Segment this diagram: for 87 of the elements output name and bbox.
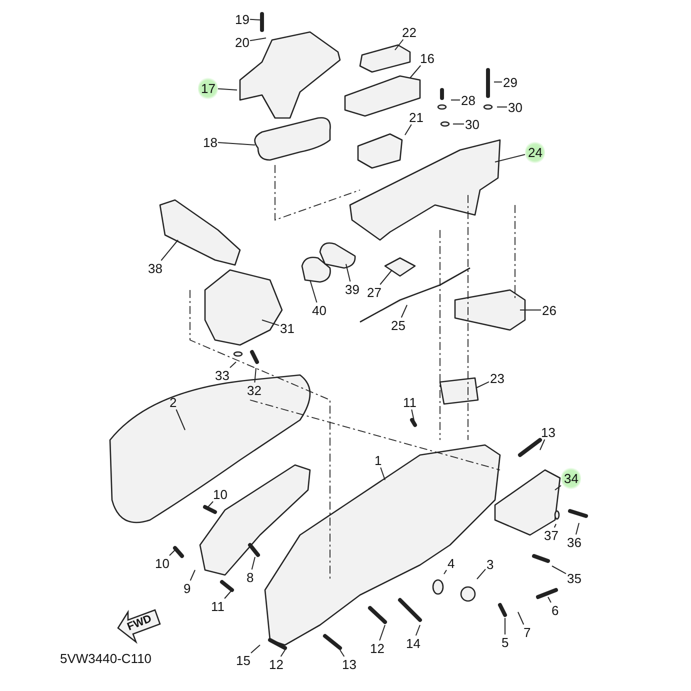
callout-number: 26 [541, 302, 558, 318]
callout-number: 10 [212, 486, 228, 502]
callout-number: 40 [311, 302, 328, 318]
leader-line [262, 320, 280, 326]
callout-number: 4 [446, 556, 456, 570]
leader-line [548, 596, 552, 603]
callout-number: 27 [366, 284, 382, 300]
callout-number: 31 [279, 320, 296, 336]
callout-number: 18 [202, 134, 218, 150]
leader-line [230, 362, 236, 368]
leader-line [176, 409, 186, 430]
callout-number: 5 [500, 634, 510, 650]
leader-line [250, 644, 260, 654]
leader-line [554, 485, 562, 490]
leader-line [251, 556, 256, 570]
leader-line [400, 304, 408, 318]
leader-line [224, 590, 232, 599]
callout-number: 35 [566, 570, 582, 586]
callout-number: 6 [550, 602, 560, 618]
callout-number: 33 [214, 368, 230, 382]
callout-number: 11 [210, 598, 226, 614]
leader-line [310, 280, 318, 303]
leader-line [250, 38, 266, 42]
leader-line [379, 624, 386, 641]
diagram-code: 5VW3440-C110 [60, 651, 152, 666]
leader-line [340, 650, 345, 657]
leader-line [404, 124, 412, 136]
callout-number: 37 [543, 528, 560, 542]
leader-line [410, 65, 422, 78]
callout-number: 17 [198, 76, 218, 100]
callout-number: 22 [401, 24, 418, 40]
leader-line [380, 270, 392, 285]
callout-number: 24 [525, 140, 546, 164]
callout-number: 36 [566, 534, 582, 550]
callout-number: 16 [419, 50, 436, 66]
leader-line [415, 624, 420, 636]
leader-line [444, 570, 447, 574]
leader-line [476, 568, 486, 580]
callout-number: 32 [246, 382, 262, 398]
callout-number: 11 [402, 394, 418, 410]
callout-number: 2 [168, 394, 178, 410]
leader-line [208, 501, 214, 508]
leader-line [280, 650, 286, 657]
leader-line [218, 142, 256, 146]
callout-number: 20 [234, 34, 250, 50]
leader-line [190, 570, 196, 581]
leader-line [518, 612, 524, 625]
callout-number: 30 [507, 100, 524, 114]
callout-number: 8 [246, 570, 255, 584]
callout-number: 12 [369, 640, 386, 656]
callout-number: 15 [235, 652, 252, 668]
callout-number: 7 [522, 624, 532, 640]
leader-line [554, 524, 556, 528]
direction-label: FWD [126, 612, 154, 634]
callout-number: 1 [374, 452, 383, 468]
callout-number: 29 [502, 74, 518, 90]
callout-number: 30 [464, 116, 480, 132]
callout-number: 13 [341, 656, 358, 672]
callout-number: 13 [540, 424, 556, 440]
callout-number: 19 [234, 12, 250, 26]
leader-line [380, 467, 386, 480]
callout-number: 14 [405, 636, 422, 650]
callout-number: 39 [344, 282, 360, 296]
callout-number: 21 [408, 110, 424, 124]
leader-line [494, 154, 526, 162]
leader-line [394, 39, 404, 50]
leader-line [575, 522, 580, 535]
leader-line [160, 240, 178, 261]
callout-number: 38 [147, 260, 164, 276]
callout-number: 25 [390, 318, 406, 332]
leader-line [540, 439, 546, 450]
callout-number: 9 [182, 580, 192, 596]
leader-line [504, 618, 506, 635]
leader-line [169, 550, 176, 556]
callout-number: 12 [268, 656, 284, 672]
leader-line [250, 18, 262, 20]
callout-number: 3 [486, 556, 495, 572]
callout-number: 28 [460, 92, 476, 108]
leader-line [552, 566, 566, 574]
leader-line [218, 88, 238, 90]
leader-line [254, 368, 256, 383]
leader-line [346, 264, 351, 282]
callout-number: 23 [489, 370, 506, 386]
callout-number: 34 [561, 466, 582, 490]
leader-line [496, 106, 508, 108]
callout-number: 10 [154, 556, 170, 570]
leader-line [476, 381, 490, 388]
